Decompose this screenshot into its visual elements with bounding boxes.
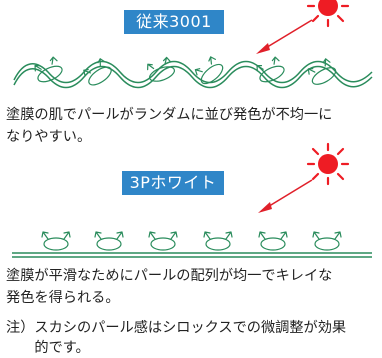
pearl-flake: [258, 231, 288, 251]
description-3p-white: 塗膜が平滑なためにパールの配列が均一でキレイな 発色を得られる。: [6, 268, 333, 306]
pearl-flake: [256, 56, 285, 83]
pearl-flake: [148, 231, 178, 251]
pearl-flake: [34, 56, 63, 83]
flat-surface: [12, 252, 372, 258]
sun-icon-top: [306, 0, 350, 28]
pearl-flake: [83, 58, 112, 86]
sun-icon-bottom: [306, 142, 350, 186]
pearl-flake: [147, 56, 175, 82]
pearl-flake: [194, 56, 224, 85]
description-conventional: 塗膜の肌でパールがランダムに並び発色が不均一に なりやすい。: [6, 107, 333, 145]
pearl-flakes-random: [34, 56, 337, 86]
light-arrow-bottom: [258, 179, 313, 213]
pearl-flakes-uniform: [41, 231, 342, 251]
pearl-flake: [203, 231, 233, 251]
pearl-flake: [307, 58, 337, 85]
wavy-surface: [13, 60, 373, 89]
light-arrow-top: [256, 19, 313, 54]
pearl-flake: [94, 231, 124, 251]
footnote: 注）スカシのパール感はシロックスでの微調整が効果 的です。: [6, 320, 347, 356]
label-3p-white: 3Pホワイト: [122, 171, 224, 195]
pearl-flake: [41, 231, 71, 251]
label-conventional: 従来3001: [124, 10, 224, 34]
pearl-flake: [312, 231, 342, 251]
